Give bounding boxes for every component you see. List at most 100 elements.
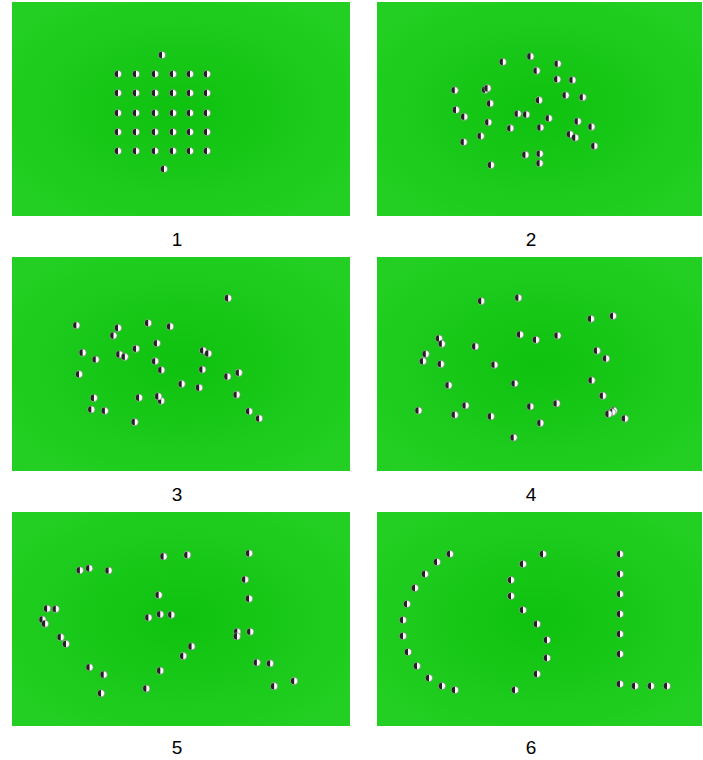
robot-dot xyxy=(472,343,479,350)
robot-dot xyxy=(145,319,152,326)
robot-dot xyxy=(246,408,253,415)
robot-dot xyxy=(507,592,514,599)
panel-number: 6 xyxy=(511,737,551,759)
robot-dot xyxy=(155,591,162,598)
robot-dot xyxy=(160,165,167,172)
robot-dot xyxy=(516,331,523,338)
robot-dot xyxy=(253,659,260,666)
robot-dot xyxy=(527,403,534,410)
robot-dot xyxy=(114,109,121,116)
robot-dot xyxy=(114,147,121,154)
panel-number: 4 xyxy=(511,484,551,506)
robot-dot xyxy=(616,610,623,617)
robot-dot xyxy=(188,643,195,650)
robot-dot xyxy=(478,297,485,304)
robot-dot xyxy=(647,682,654,689)
robot-dot xyxy=(554,76,561,83)
robot-dot xyxy=(554,332,561,339)
robot-dot xyxy=(616,650,623,657)
robot-dot xyxy=(462,402,469,409)
robot-dot xyxy=(76,567,83,574)
robot-dot xyxy=(421,570,428,577)
robot-dot xyxy=(266,660,273,667)
robot-dot xyxy=(186,70,193,77)
robot-dot xyxy=(44,605,51,612)
robot-dot xyxy=(537,419,544,426)
robot-dot xyxy=(151,109,158,116)
robot-dot xyxy=(451,87,458,94)
robot-dot xyxy=(100,671,107,678)
robot-dot xyxy=(86,565,93,572)
robot-dot xyxy=(491,361,498,368)
robot-dot xyxy=(169,70,176,77)
robot-dot xyxy=(105,567,112,574)
robot-dot xyxy=(545,115,552,122)
robot-dot xyxy=(588,123,595,130)
robot-dot xyxy=(186,128,193,135)
robot-dot xyxy=(603,355,610,362)
robot-dot xyxy=(507,576,514,583)
robot-dot xyxy=(155,393,162,400)
robot-dot xyxy=(157,611,164,618)
robot-dot xyxy=(510,434,517,441)
robot-dot xyxy=(199,366,206,373)
robot-dot xyxy=(233,391,240,398)
robot-dot xyxy=(245,595,252,602)
robot-dot xyxy=(121,353,128,360)
robot-dot xyxy=(536,150,543,157)
robot-dot xyxy=(246,550,253,557)
robot-dot xyxy=(225,295,232,302)
robot-dot xyxy=(536,160,543,167)
robot-dot xyxy=(169,89,176,96)
robot-dot xyxy=(86,664,93,671)
robot-dot xyxy=(535,97,542,104)
robot-dot xyxy=(203,147,210,154)
robot-dot xyxy=(487,100,494,107)
panel-ground xyxy=(12,257,350,471)
panel-ground xyxy=(12,2,350,216)
robot-dot xyxy=(587,315,594,322)
robot-dot xyxy=(41,620,48,627)
panel-number: 5 xyxy=(157,737,197,759)
robot-dot xyxy=(553,400,560,407)
robot-dot xyxy=(621,415,628,422)
robot-dot xyxy=(446,550,453,557)
robot-dot xyxy=(461,113,468,120)
robot-dot xyxy=(433,558,440,565)
robot-dot xyxy=(562,92,569,99)
robot-dot xyxy=(663,682,670,689)
robot-dot xyxy=(114,89,121,96)
robot-dot xyxy=(114,128,121,135)
robot-dot xyxy=(169,128,176,135)
panel-number: 3 xyxy=(157,484,197,506)
robot-dot xyxy=(291,677,298,684)
robot-dot xyxy=(477,132,484,139)
robot-dot xyxy=(532,336,539,343)
robot-dot xyxy=(235,369,242,376)
robot-dot xyxy=(205,350,212,357)
robot-dot xyxy=(168,611,175,618)
robot-dot xyxy=(186,147,193,154)
robot-dot xyxy=(242,576,249,583)
robot-dot xyxy=(196,384,203,391)
robot-dot xyxy=(616,570,623,577)
robot-dot xyxy=(151,128,158,135)
robot-dot xyxy=(507,125,514,132)
robot-dot xyxy=(574,118,581,125)
robot-dot xyxy=(599,392,606,399)
robot-dot xyxy=(160,553,167,560)
robot-dot xyxy=(62,640,69,647)
robot-dot xyxy=(169,109,176,116)
robot-dot xyxy=(153,340,160,347)
robot-dot xyxy=(101,407,108,414)
robot-dot xyxy=(271,683,278,690)
robot-dot xyxy=(438,340,445,347)
robot-dot xyxy=(484,85,491,92)
robot-dot xyxy=(616,590,623,597)
robot-dot xyxy=(605,410,612,417)
robot-dot xyxy=(75,371,82,378)
robot-dot xyxy=(591,142,598,149)
robot-dot xyxy=(73,322,80,329)
